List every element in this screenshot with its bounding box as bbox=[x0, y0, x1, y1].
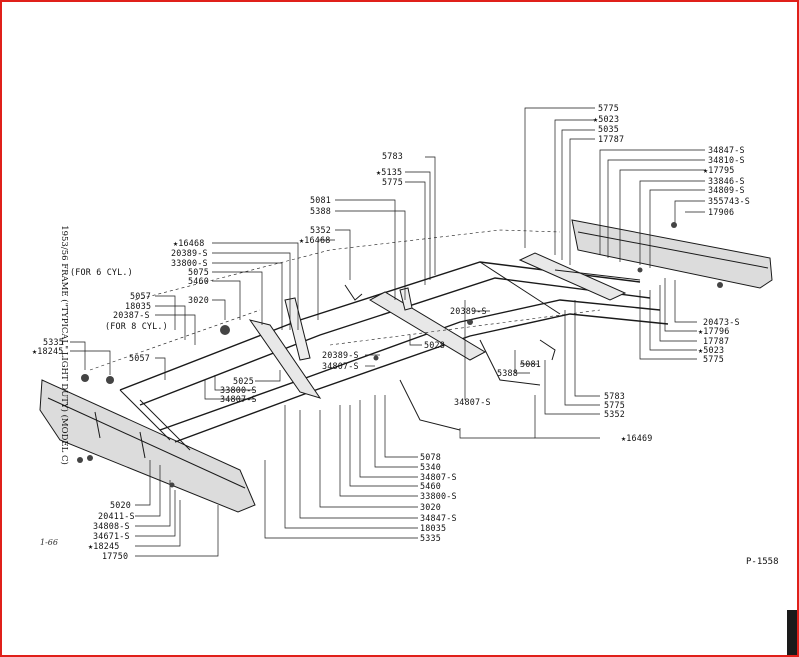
label-part: 5081 bbox=[310, 195, 331, 205]
label-part: 33800-S bbox=[171, 258, 208, 268]
label-part: 20389-S bbox=[450, 306, 487, 316]
label-part: 34808-S bbox=[93, 521, 130, 531]
label-part: 34807-S bbox=[322, 361, 359, 371]
label-part: 33846-S bbox=[708, 176, 745, 186]
label-part: ★16468 bbox=[173, 238, 205, 248]
label-part: 33800-S bbox=[420, 491, 457, 501]
label-part: 5775 bbox=[604, 400, 625, 410]
label-part: 5460 bbox=[420, 481, 441, 491]
label-part: 33800-S bbox=[220, 385, 257, 395]
label-part: ★17795 bbox=[703, 165, 735, 175]
label-part: 5783 bbox=[604, 391, 625, 401]
label-part: 34807-S bbox=[454, 397, 491, 407]
label-part: 5035 bbox=[598, 124, 619, 134]
crossmembers bbox=[119, 252, 641, 451]
label-part: 34810-S bbox=[708, 155, 745, 165]
label-part: 18035 bbox=[420, 523, 447, 533]
label-part: 20473-S bbox=[703, 317, 740, 327]
label-part: 5388 bbox=[497, 368, 518, 378]
label-part: ★5135 bbox=[376, 167, 403, 177]
label-part: 5335 bbox=[420, 533, 441, 543]
label-part: (FOR 8 CYL.) bbox=[105, 321, 168, 331]
label-part: 34809-S bbox=[708, 185, 745, 195]
label-part: ★16468 bbox=[299, 235, 331, 245]
label-part: ★16469 bbox=[621, 433, 653, 443]
label-part: 5335 bbox=[43, 337, 64, 347]
label-part: 20389-S bbox=[322, 350, 359, 360]
rear-bumper bbox=[571, 219, 773, 289]
label-part: ★5023 bbox=[698, 345, 725, 355]
label-part: 17787 bbox=[598, 134, 625, 144]
label-part: 20411-S bbox=[98, 511, 135, 521]
label-part: 3020 bbox=[188, 295, 209, 305]
label-part: 17906 bbox=[708, 207, 735, 217]
label-part: 5352 bbox=[310, 225, 331, 235]
label-part: 5783 bbox=[382, 151, 403, 161]
label-part: 34847-S bbox=[420, 513, 457, 523]
label-part: 18035 bbox=[125, 301, 152, 311]
label-part: 5352 bbox=[604, 409, 625, 419]
label-part: 20389-S bbox=[171, 248, 208, 258]
label-part: 3020 bbox=[420, 502, 441, 512]
label-part: 5775 bbox=[703, 354, 724, 364]
assembly-guide-lines bbox=[89, 229, 601, 371]
label-part: 17787 bbox=[703, 336, 730, 346]
label-part: 5775 bbox=[382, 177, 403, 187]
label-part: 5340 bbox=[420, 462, 441, 472]
label-part: 5057 bbox=[129, 353, 150, 363]
page-edge-tab bbox=[787, 610, 797, 655]
label-part: 5020 bbox=[110, 500, 131, 510]
label-part: 355743-S bbox=[708, 196, 750, 206]
reference-code: P-1558 bbox=[746, 557, 779, 567]
label-part: 5081 bbox=[520, 359, 541, 369]
leader-lines bbox=[70, 107, 705, 557]
label-part: 5460 bbox=[188, 276, 209, 286]
fasteners bbox=[77, 222, 723, 488]
label-part: 34847-S bbox=[708, 145, 745, 155]
label-part: ★17796 bbox=[698, 326, 730, 336]
label-part: 5057 bbox=[130, 291, 151, 301]
label-part: 5075 bbox=[188, 267, 209, 277]
label-part: ★18245 bbox=[88, 541, 120, 551]
label-part: 5078 bbox=[420, 452, 441, 462]
label-part: 5775 bbox=[598, 103, 619, 113]
label-part: 34807-S bbox=[220, 394, 257, 404]
label-part: 5025 bbox=[233, 376, 254, 386]
spring-hangers bbox=[284, 284, 556, 431]
page-mark: 1-66 bbox=[40, 538, 58, 547]
label-part: 20387-S bbox=[113, 310, 150, 320]
label-part: ★18245 bbox=[32, 346, 64, 356]
label-part: 34671-S bbox=[93, 531, 130, 541]
label-part: 5388 bbox=[310, 206, 331, 216]
label-part: 17750 bbox=[102, 551, 129, 561]
label-part: 34807-S bbox=[420, 472, 457, 482]
label-part: (FOR 6 CYL.) bbox=[70, 267, 133, 277]
label-part: ★5023 bbox=[593, 114, 620, 124]
label-part: 5028 bbox=[424, 340, 445, 350]
front-bumper bbox=[39, 379, 256, 513]
